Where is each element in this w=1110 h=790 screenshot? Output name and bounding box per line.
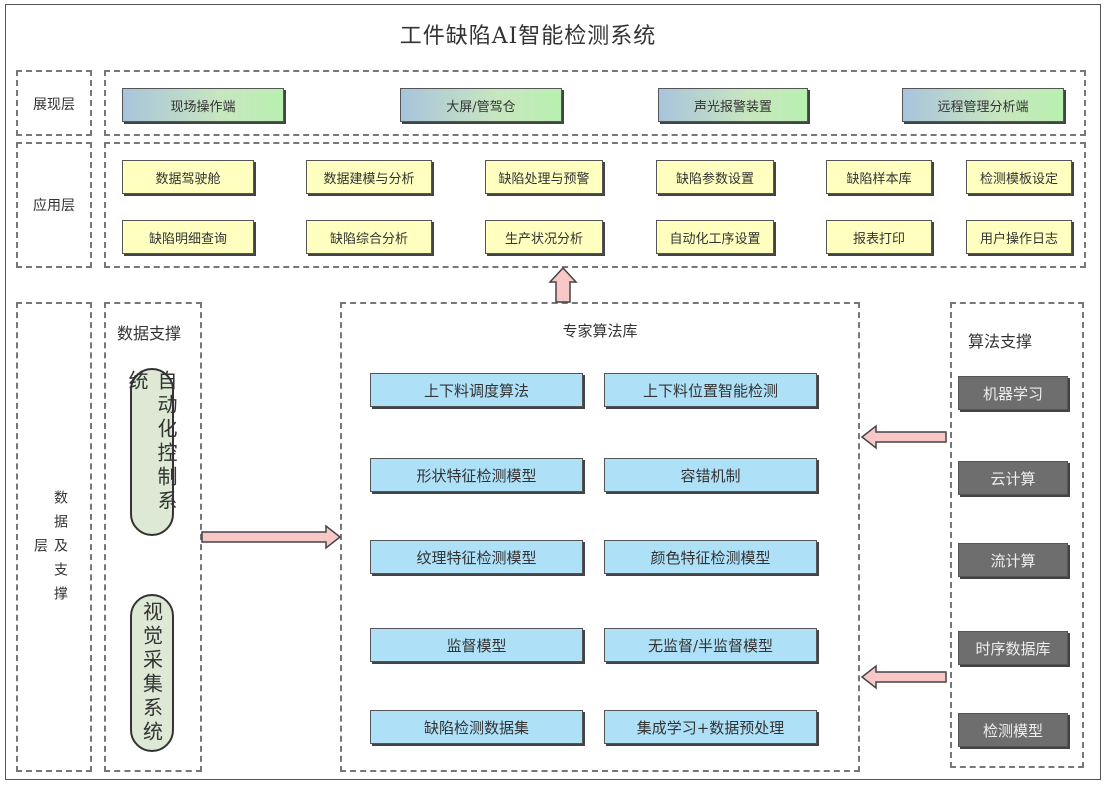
- support-timeseries-db: 时序数据库: [958, 631, 1068, 665]
- application-layer-label: 应用层: [33, 198, 75, 214]
- algo-shape-feature-model: 形状特征检测模型: [370, 458, 583, 492]
- app-item-defect-analysis: 缺陷综合分析: [306, 220, 432, 254]
- presentation-label-box: [16, 70, 92, 136]
- support-cloud-computing: 云计算: [958, 461, 1068, 495]
- app-item-production-analysis: 生产状况分析: [485, 220, 603, 254]
- app-item-defect-handling: 缺陷处理与预警: [485, 160, 603, 194]
- arrow-support-to-expert-1: [860, 424, 947, 450]
- application-layer: [104, 142, 1086, 268]
- algo-defect-dataset: 缺陷检测数据集: [370, 710, 583, 744]
- app-item-defect-params: 缺陷参数设置: [656, 160, 774, 194]
- algo-fault-tolerance: 容错机制: [604, 458, 817, 492]
- presentation-item-big-screen: 大屏/管驾仓: [400, 88, 562, 122]
- data-support-section: [104, 302, 202, 772]
- app-item-sample-library: 缺陷样本库: [826, 160, 932, 194]
- presentation-item-remote-analysis: 远程管理分析端: [902, 88, 1064, 122]
- app-item-modeling-analysis: 数据建模与分析: [306, 160, 432, 194]
- app-item-defect-query: 缺陷明细查询: [122, 220, 254, 254]
- app-item-template-setting: 检测模板设定: [966, 160, 1072, 194]
- data-support-layer-label: 数据及支撑层: [32, 490, 68, 610]
- application-label-box: [16, 142, 92, 268]
- support-detection-model: 检测模型: [958, 713, 1068, 747]
- arrow-support-to-expert-2: [860, 664, 947, 690]
- app-item-user-log: 用户操作日志: [966, 220, 1072, 254]
- algo-loading-position-detection: 上下料位置智能检测: [604, 373, 817, 407]
- support-stream-computing: 流计算: [958, 543, 1068, 577]
- algo-loading-scheduling: 上下料调度算法: [370, 373, 583, 407]
- algorithm-support-section: [950, 302, 1084, 768]
- app-item-dashboard: 数据驾驶舱: [122, 160, 254, 194]
- algo-texture-feature-model: 纹理特征检测模型: [370, 540, 583, 574]
- app-item-automation-process: 自动化工序设置: [656, 220, 774, 254]
- vision-acquisition-system: 视觉采集系统: [130, 594, 174, 752]
- support-machine-learning: 机器学习: [958, 376, 1068, 410]
- algo-color-feature-model: 颜色特征检测模型: [604, 540, 817, 574]
- presentation-layer-label: 展现层: [33, 97, 75, 113]
- presentation-item-alarm-device: 声光报警装置: [658, 88, 808, 122]
- diagram-title: 工件缺陷AI智能检测系统: [399, 24, 657, 49]
- data-support-label-box: [16, 302, 92, 772]
- diagram-frame: [5, 4, 1101, 780]
- presentation-item-onsite-terminal: 现场操作端: [122, 88, 284, 122]
- app-item-report-print: 报表打印: [826, 220, 932, 254]
- expert-library-title: 专家算法库: [562, 322, 638, 340]
- arrow-up-to-application: [548, 266, 578, 303]
- arrow-data-to-expert: [201, 524, 342, 550]
- algorithm-support-title: 算法支撑: [968, 332, 1033, 351]
- algo-supervised-model: 监督模型: [370, 628, 583, 662]
- presentation-layer: [104, 70, 1086, 136]
- algo-ensemble-preprocessing: 集成学习+数据预处理: [604, 710, 817, 744]
- data-support-title: 数据支撑: [117, 324, 182, 343]
- algo-unsupervised-model: 无监督/半监督模型: [604, 628, 817, 662]
